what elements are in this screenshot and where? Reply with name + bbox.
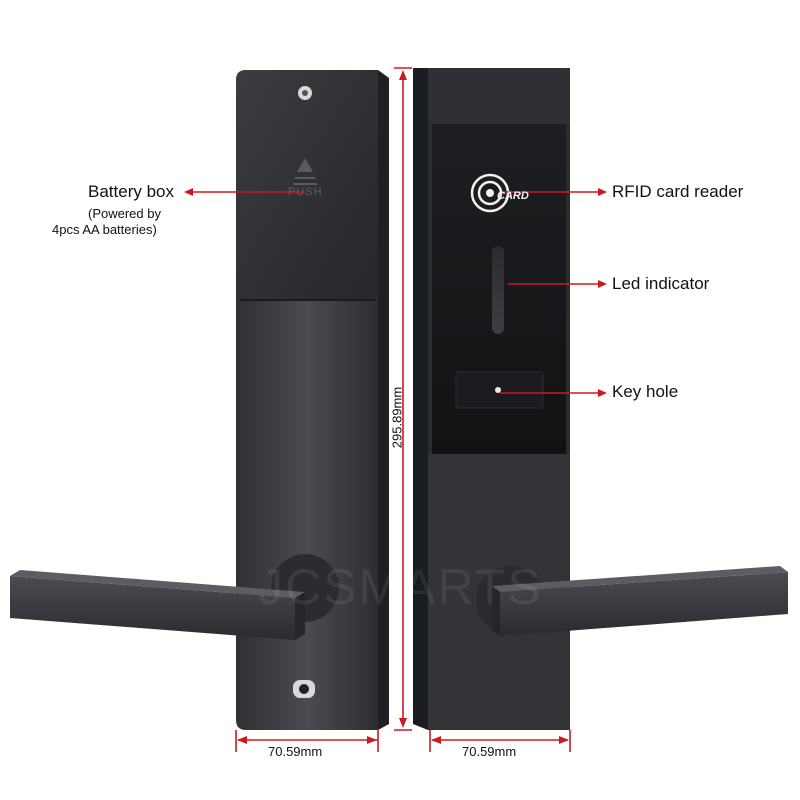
- rfid-reader-label: RFID card reader: [612, 182, 744, 201]
- left-handle: [10, 570, 305, 640]
- keyhole-icon: [495, 387, 501, 393]
- push-arrow-icon: [297, 158, 313, 172]
- led-indicator-label: Led indicator: [612, 274, 710, 293]
- height-dimension-label: 295.89mm: [389, 386, 405, 449]
- rfid-logo-icon: [470, 173, 510, 213]
- key-hole-label: Key hole: [612, 382, 679, 401]
- battery-note-line1: (Powered by: [88, 206, 161, 221]
- battery-note-line2: 4pcs AA batteries): [52, 222, 157, 237]
- card-logo-text: CARD: [497, 190, 529, 202]
- right-width-dimension-label: 70.59mm: [462, 744, 517, 759]
- push-label: PUSH: [288, 186, 323, 198]
- watermark: JCSMARTS: [258, 559, 543, 615]
- right-handle: [492, 566, 788, 636]
- led-strip: [492, 246, 504, 334]
- battery-box-label: Battery box: [88, 182, 174, 201]
- annotation-lines: [184, 67, 607, 752]
- left-width-dimension-label: 70.59mm: [268, 744, 323, 759]
